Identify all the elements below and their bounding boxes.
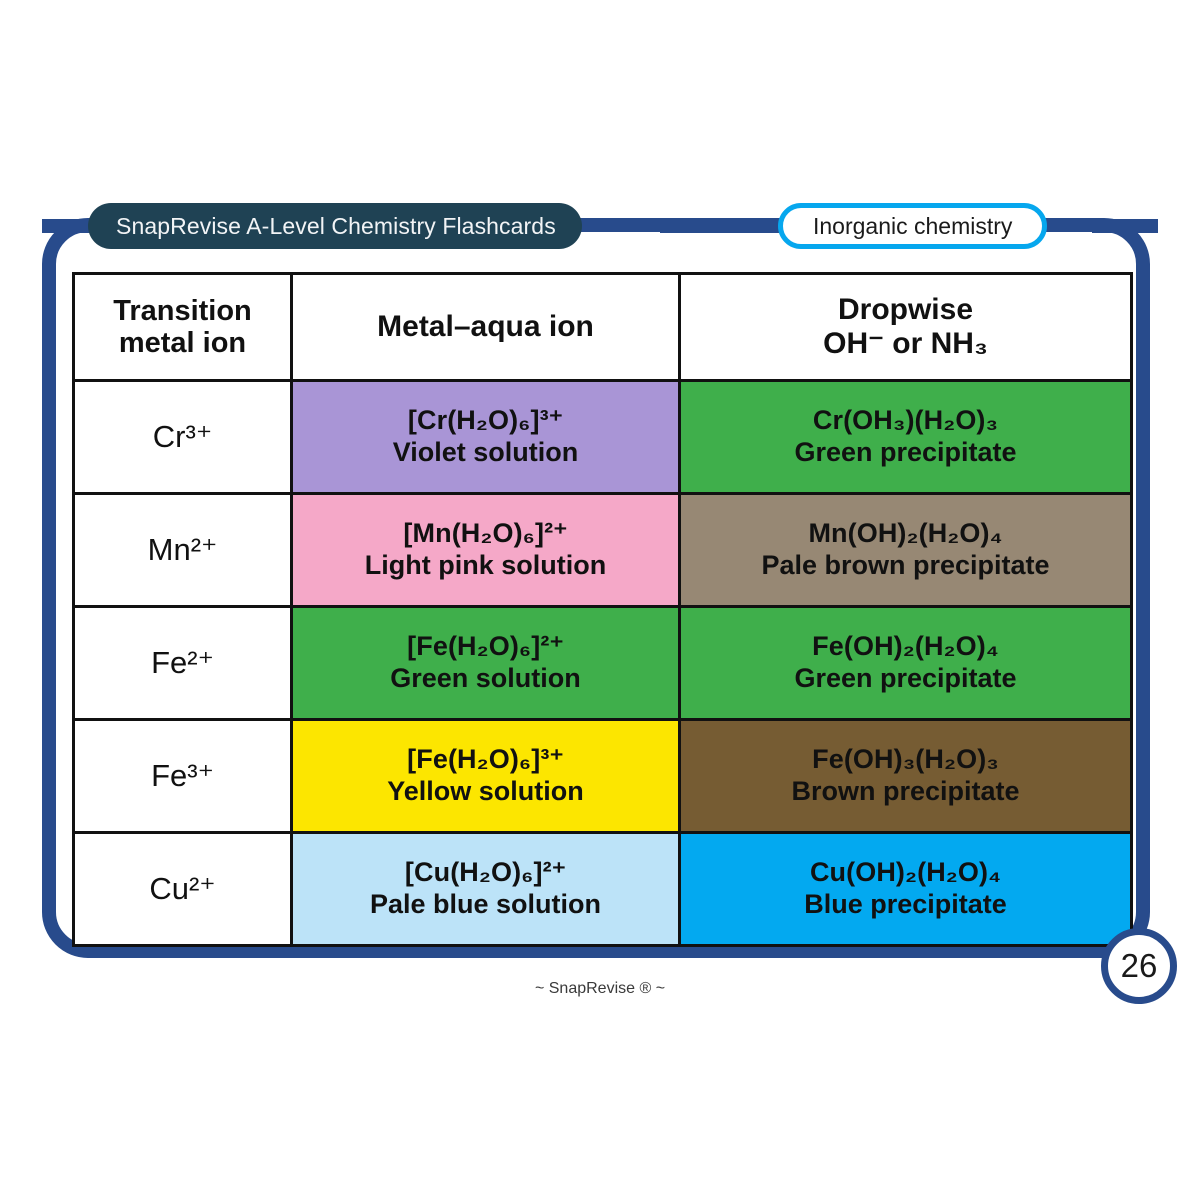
product-formula: Cr(OH₃)(H₂O)₃ [812, 405, 999, 436]
cell-metal-ion: Fe³⁺ [72, 718, 293, 834]
product-description: Brown precipitate [791, 776, 1020, 806]
product-description: Blue precipitate [804, 889, 1007, 919]
cell-metal-aqua-ion: [Cr(H₂O)₆]³⁺ Violet solution [290, 379, 681, 495]
product-description: Green precipitate [794, 663, 1017, 693]
page-number-badge: 26 [1101, 928, 1177, 1004]
product-formula: Fe(OH)₃(H₂O)₃ [812, 744, 999, 775]
cell-dropwise-product: Fe(OH)₂(H₂O)₄ Green precipitate [678, 605, 1133, 721]
cell-metal-aqua-ion: [Fe(H₂O)₆]²⁺ Green solution [290, 605, 681, 721]
table-row: Cu²⁺ [Cu(H₂O)₆]²⁺ Pale blue solution Cu(… [72, 831, 1133, 947]
aqua-description: Light pink solution [364, 550, 607, 580]
cell-metal-aqua-ion: [Cu(H₂O)₆]²⁺ Pale blue solution [290, 831, 681, 947]
aqua-formula: [Cu(H₂O)₆]²⁺ [404, 857, 567, 888]
table-header: Transition metal ion Metal–aqua ion Drop… [72, 272, 1133, 382]
cell-metal-ion: Fe²⁺ [72, 605, 293, 721]
product-description: Pale brown precipitate [761, 550, 1050, 580]
column-header-line1: Metal–aqua ion [377, 310, 594, 344]
column-header-line1: Dropwise [837, 293, 974, 327]
column-header-line2: OH⁻ or NH₃ [823, 327, 988, 360]
aqua-formula: [Fe(H₂O)₆]³⁺ [407, 744, 564, 775]
table-body: Cr³⁺ [Cr(H₂O)₆]³⁺ Violet solution Cr(OH₃… [72, 379, 1133, 947]
product-formula: Mn(OH)₂(H₂O)₄ [808, 518, 1003, 549]
aqua-description: Green solution [390, 663, 581, 693]
transition-metal-table: Transition metal ion Metal–aqua ion Drop… [72, 272, 1133, 947]
footer-credit: ~ SnapRevise ® ~ [534, 980, 666, 997]
cell-dropwise-product: Fe(OH)₃(H₂O)₃ Brown precipitate [678, 718, 1133, 834]
aqua-description: Pale blue solution [369, 889, 602, 919]
cell-metal-aqua-ion: [Fe(H₂O)₆]³⁺ Yellow solution [290, 718, 681, 834]
column-header-line1: Transition [113, 294, 252, 327]
aqua-formula: [Cr(H₂O)₆]³⁺ [407, 405, 564, 436]
table-row: Fe²⁺ [Fe(H₂O)₆]²⁺ Green solution Fe(OH)₂… [72, 605, 1133, 721]
cell-metal-ion: Cr³⁺ [72, 379, 293, 495]
aqua-formula: [Fe(H₂O)₆]²⁺ [407, 631, 564, 662]
flashcard-title: SnapRevise A-Level Chemistry Flashcards [116, 212, 556, 239]
cell-metal-ion: Cu²⁺ [72, 831, 293, 947]
column-header-metal-aqua-ion: Metal–aqua ion [290, 272, 681, 382]
table-row: Mn²⁺ [Mn(H₂O)₆]²⁺ Light pink solution Mn… [72, 492, 1133, 608]
cell-dropwise-product: Cr(OH₃)(H₂O)₃ Green precipitate [678, 379, 1133, 495]
table-row: Cr³⁺ [Cr(H₂O)₆]³⁺ Violet solution Cr(OH₃… [72, 379, 1133, 495]
table-row: Fe³⁺ [Fe(H₂O)₆]³⁺ Yellow solution Fe(OH)… [72, 718, 1133, 834]
product-description: Green precipitate [794, 437, 1017, 467]
transition-metal-table-wrapper: Transition metal ion Metal–aqua ion Drop… [72, 272, 1133, 947]
aqua-description: Yellow solution [387, 776, 584, 806]
cell-metal-aqua-ion: [Mn(H₂O)₆]²⁺ Light pink solution [290, 492, 681, 608]
footer: ~ SnapRevise ® ~ [0, 980, 1200, 998]
aqua-formula: [Mn(H₂O)₆]²⁺ [403, 518, 568, 549]
column-header-line2: metal ion [118, 327, 247, 359]
product-formula: Cu(OH)₂(H₂O)₄ [809, 857, 1002, 888]
column-header-transition-metal-ion: Transition metal ion [72, 272, 293, 382]
topic-pill: Inorganic chemistry [778, 203, 1048, 249]
cell-dropwise-product: Mn(OH)₂(H₂O)₄ Pale brown precipitate [678, 492, 1133, 608]
topic-pill-connector-right [1092, 219, 1158, 233]
product-formula: Fe(OH)₂(H₂O)₄ [812, 631, 999, 662]
cell-dropwise-product: Cu(OH)₂(H₂O)₄ Blue precipitate [678, 831, 1133, 947]
table-header-row: Transition metal ion Metal–aqua ion Drop… [72, 272, 1133, 382]
flashcard-title-pill: SnapRevise A-Level Chemistry Flashcards [88, 203, 582, 249]
column-header-dropwise: Dropwise OH⁻ or NH₃ [678, 272, 1133, 382]
page-number: 26 [1120, 947, 1158, 984]
cell-metal-ion: Mn²⁺ [72, 492, 293, 608]
topic-pill-connector-left [660, 219, 800, 233]
topic-label: Inorganic chemistry [813, 212, 1013, 239]
aqua-description: Violet solution [392, 437, 579, 467]
